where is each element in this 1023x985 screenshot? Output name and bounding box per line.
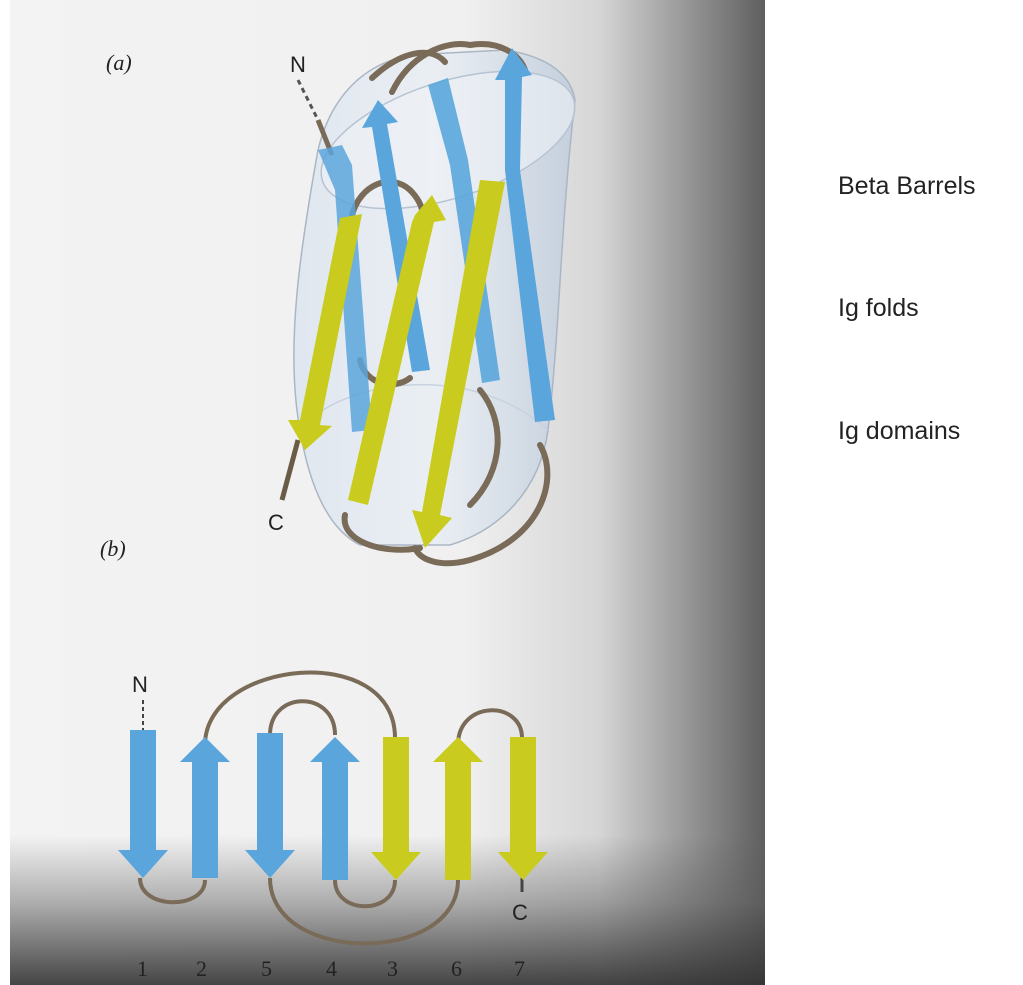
strand-b-6: [433, 737, 483, 880]
strand-b-3: [371, 737, 421, 880]
label-ig-folds: Ig folds: [838, 294, 919, 323]
strand-b-7: [498, 737, 548, 880]
loop-b-4-3: [335, 880, 395, 906]
strand-number-1: 1: [137, 956, 148, 981]
n-terminus-b: N: [132, 672, 148, 697]
strand-b-4: [310, 737, 360, 880]
n-terminus-a: N: [290, 52, 306, 77]
strand-number-2: 2: [196, 956, 207, 981]
n-tail-a: [298, 80, 318, 120]
c-tail-a: [282, 440, 298, 500]
strand-b-5: [245, 733, 295, 878]
c-terminus-a: C: [268, 510, 284, 535]
strand-number-4: 4: [326, 956, 337, 981]
panel-a-label: (a): [106, 50, 132, 75]
loop-b-2-3: [205, 673, 395, 745]
strand-number-5: 5: [261, 956, 272, 981]
panel-a-barrel: [282, 44, 591, 563]
strand-number-6: 6: [451, 956, 462, 981]
strand-number-7: 7: [514, 956, 525, 981]
c-terminus-b: C: [512, 900, 528, 925]
strand-b-2: [180, 737, 230, 878]
loop-b-5-4: [270, 701, 335, 735]
loop-b-1-2: [140, 878, 205, 902]
strand-b-1: [118, 730, 168, 878]
loop-b-5-6: [270, 878, 458, 944]
panel-b-topology: [118, 673, 548, 944]
label-beta-barrels: Beta Barrels: [838, 172, 976, 201]
panel-b-label: (b): [100, 536, 126, 561]
strand-number-3: 3: [387, 956, 398, 981]
label-ig-domains: Ig domains: [838, 417, 960, 446]
